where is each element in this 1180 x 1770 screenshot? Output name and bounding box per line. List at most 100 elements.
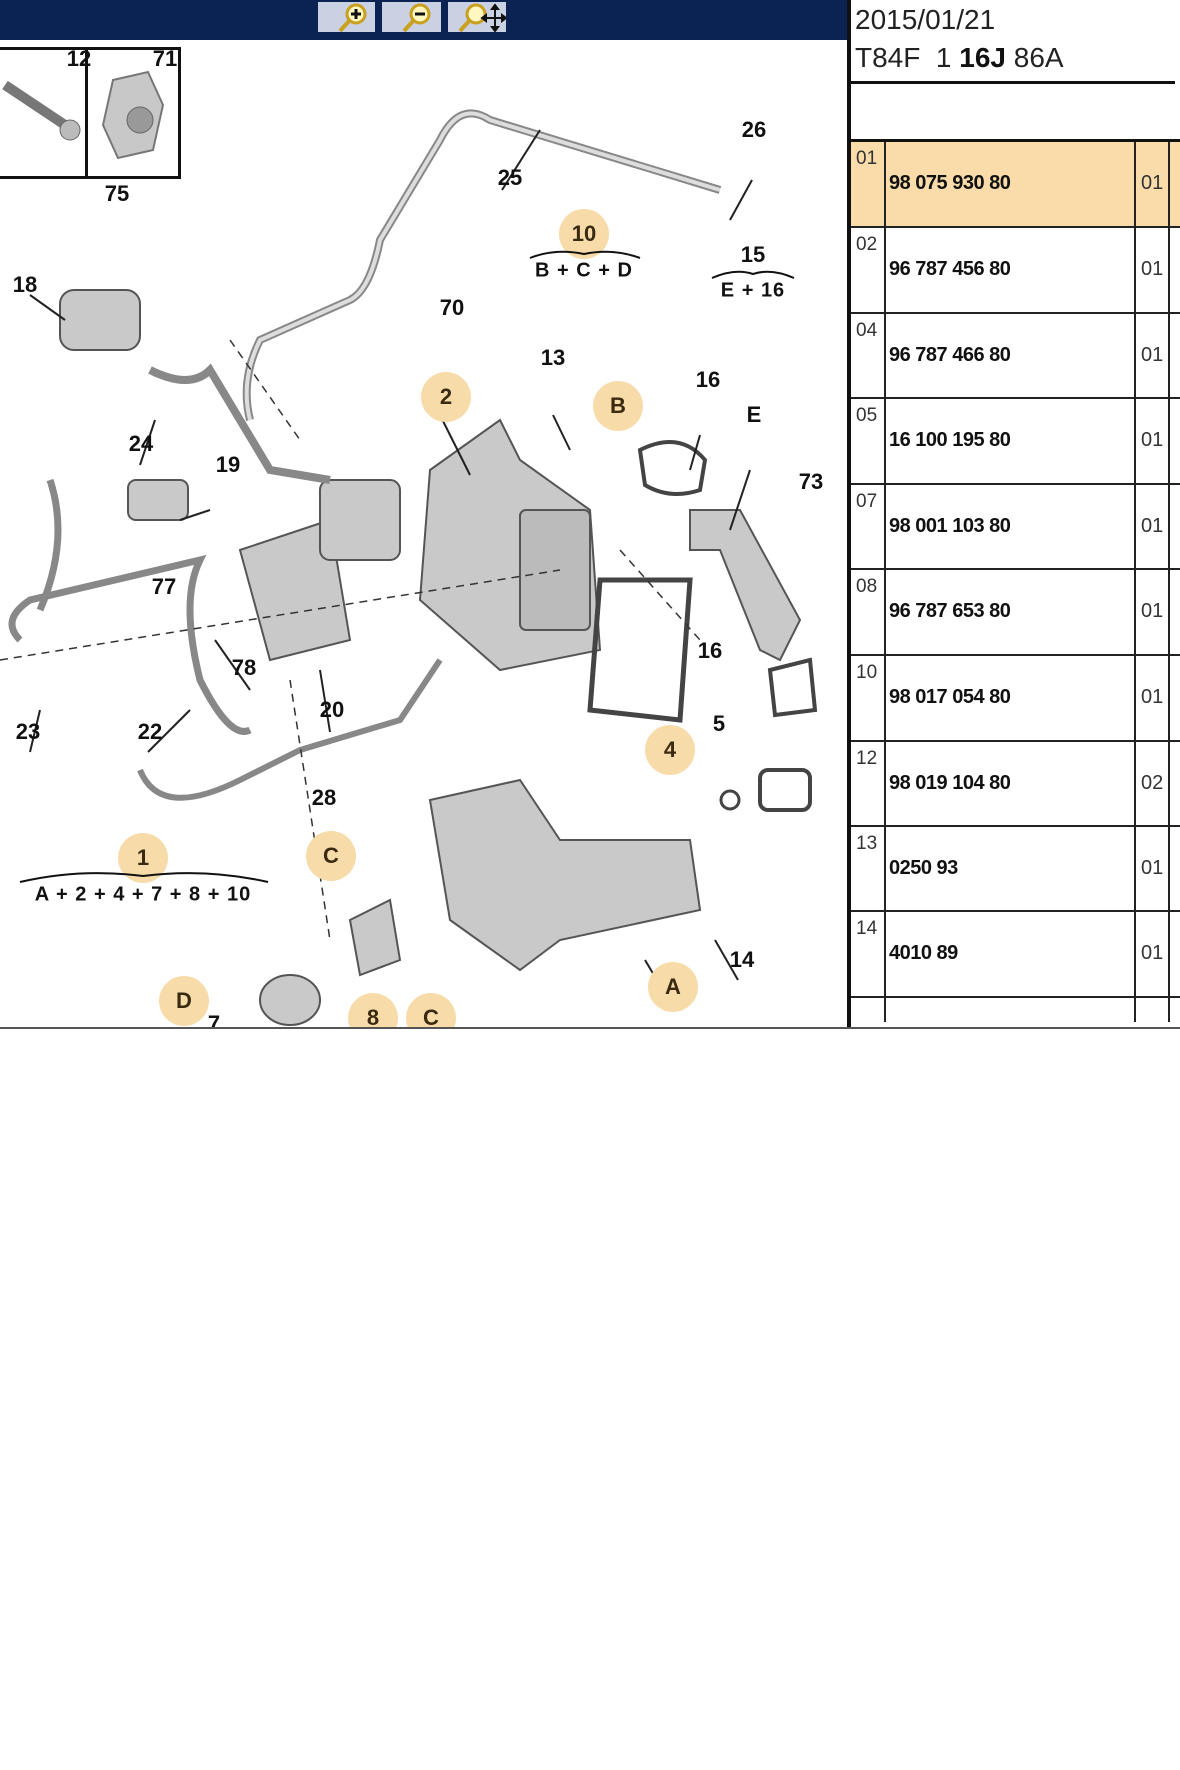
table-row[interactable]: 07 98 001 103 80 01 [851,485,1180,570]
callout-26: 26 [741,117,767,142]
table-row[interactable]: 12 98 019 104 80 02 [851,742,1180,827]
code-prefix: T84F 1 [855,42,960,73]
part-reference: 16 100 195 80 [889,429,1011,451]
part-quantity: 01 [1141,600,1164,622]
exploded-view-drawing [0,109,818,1026]
callout-71: 71 [152,46,178,71]
row-index: 14 [856,918,878,939]
table-row[interactable]: 02 96 787 456 80 01 [851,228,1180,314]
row-index: 01 [856,148,878,169]
column-divider [1134,142,1136,1022]
group-15-contents: E + 16 [720,279,786,302]
table-row-partial [851,998,1180,1028]
nut-icon [101,70,165,160]
callout-circle-a: A [648,962,698,1012]
zoom-in-button[interactable] [318,2,375,32]
zoom-out-icon [402,3,431,32]
column-divider [1168,142,1170,1022]
callout-78: 78 [231,655,257,680]
part-quantity: 01 [1141,514,1164,537]
callout-5: 5 [712,711,726,736]
code-engine: 16J [959,42,1006,73]
inset-nut-71 [85,47,181,179]
table-row[interactable]: 13 0250 93 01 [851,827,1180,912]
part-reference: 98 001 103 80 [889,514,1011,537]
callout-circle-2: 2 [421,372,471,422]
zoom-out-button[interactable] [382,2,441,32]
callout-20: 20 [319,697,345,722]
column-divider [884,142,886,1022]
callout-13: 13 [540,345,566,370]
callout-7: 7 [207,1011,221,1028]
part-reference: 96 787 466 80 [889,343,1011,366]
callout-24: 24 [128,431,154,456]
part-reference: 98 075 930 80 [889,172,1011,194]
part-quantity: 01 [1141,856,1164,879]
callout-circle-b: B [593,381,643,431]
table-row[interactable]: 10 98 017 054 80 01 [851,656,1180,742]
row-index: 04 [856,320,878,341]
bolt-icon [2,80,81,141]
part-reference: 98 017 054 80 [889,686,1011,708]
part-quantity: 02 [1141,771,1164,794]
catalog-header: 2015/01/21 T84F 1 16J 86A [851,0,1180,140]
row-index: 02 [856,234,878,255]
part-reference: 98 019 104 80 [889,771,1011,794]
callout-70: 70 [439,295,465,320]
header-divider [851,81,1175,84]
table-row[interactable]: 08 96 787 653 80 01 [851,570,1180,656]
part-reference: 0250 93 [889,856,958,879]
vehicle-code: T84F 1 16J 86A [855,42,1064,74]
part-quantity: 01 [1141,942,1164,964]
row-index: 07 [856,491,878,512]
part-quantity: 01 [1141,686,1164,708]
row-index: 10 [856,662,878,683]
callout-75: 75 [104,181,130,206]
part-reference: 4010 89 [889,942,958,964]
parts-table: 01 98 075 930 80 01 02 96 787 456 80 01 04 96 7… [851,139,1180,1028]
inset-bolt-12 [0,47,88,179]
panel-divider [847,0,851,1028]
table-row[interactable]: 04 96 787 466 80 01 [851,314,1180,399]
callout-28: 28 [311,785,337,810]
callout-circle-d: D [159,976,209,1026]
callout-16-lower: 16 [697,638,723,663]
bottom-border [0,1027,1180,1029]
callout-23: 23 [15,719,41,744]
callout-77: 77 [151,574,177,599]
part-quantity: 01 [1141,343,1164,366]
parts-diagram: 12 71 75 25 26 15 18 70 13 16 E 73 24 19… [0,40,847,1028]
part-reference: 96 787 456 80 [889,258,1011,280]
part-reference: 96 787 653 80 [889,600,1011,622]
zoom-pan-button[interactable] [448,2,506,32]
row-index: 12 [856,748,878,769]
callout-14: 14 [729,947,755,972]
row-index: 08 [856,576,878,597]
part-quantity: 01 [1141,172,1164,194]
callout-circle-10: 10 [559,209,609,259]
callout-circle-8: 8 [348,993,398,1028]
part-quantity: 01 [1141,258,1164,280]
callout-12: 12 [66,46,92,71]
callout-25: 25 [497,165,523,190]
part-quantity: 01 [1141,429,1164,451]
callout-73: 73 [798,469,824,494]
callout-22: 22 [137,719,163,744]
zoom-pan-icon [458,3,506,32]
group-braces [19,250,795,883]
callout-circle-c-lower: C [406,993,456,1028]
catalog-date: 2015/01/21 [855,4,996,35]
code-suffix: 86A [1005,42,1064,73]
callout-circle-c: C [306,831,356,881]
callout-18: 18 [12,272,38,297]
group-1-contents: A + 2 + 4 + 7 + 8 + 10 [34,883,252,906]
toolbar [0,0,847,40]
table-row[interactable]: 14 4010 89 01 [851,912,1180,998]
zoom-in-icon [338,3,367,32]
callout-16: 16 [695,367,721,392]
table-row[interactable]: 01 98 075 930 80 01 [851,142,1180,228]
row-index: 13 [856,833,878,854]
group-10-contents: B + C + D [535,259,633,282]
callout-circle-4: 4 [645,725,695,775]
